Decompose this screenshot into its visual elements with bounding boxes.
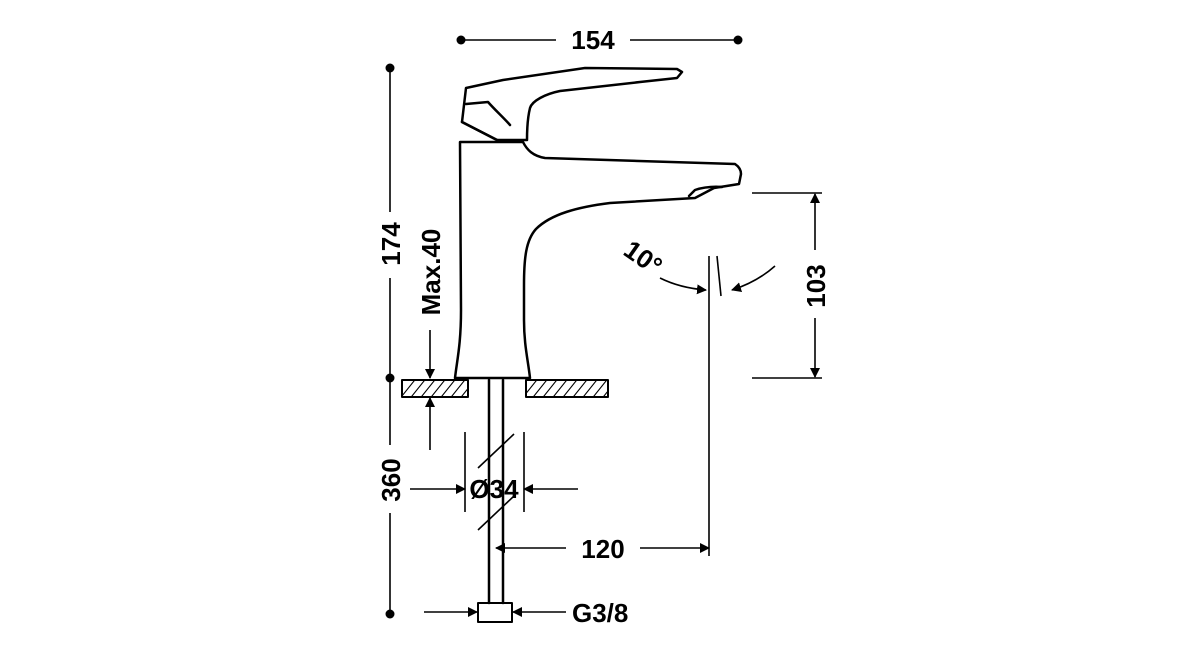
label-body-diameter: Ø34 (469, 474, 519, 504)
label-spout-height: 103 (801, 264, 831, 307)
label-max-deck-thickness: Max.40 (416, 229, 446, 316)
supply-hose (477, 378, 515, 623)
label-supply-hose-length: 360 (376, 458, 406, 501)
dim-body-diameter: Ø34 (410, 432, 578, 512)
label-spout-reach: 120 (581, 534, 624, 564)
deck-left (401, 379, 469, 398)
label-overall-height: 174 (376, 222, 406, 266)
label-spout-angle: 10° (618, 234, 667, 281)
deck-right (525, 379, 609, 398)
dim-overall-width: 154 (456, 25, 743, 55)
aerator (687, 185, 724, 198)
label-overall-width: 154 (571, 25, 615, 55)
dim-overall-height: 174 (376, 63, 406, 619)
dim-spout-height: 103 (752, 192, 831, 379)
dim-spout-angle: 10° (618, 234, 776, 297)
faucet-body (453, 140, 743, 380)
handle-lever (460, 66, 684, 142)
dim-supply-hose-length: 360 (376, 458, 406, 501)
dim-spout-reach: 120 (495, 256, 710, 564)
dim-thread-connection: G3/8 (424, 598, 628, 628)
label-thread-connection: G3/8 (572, 598, 628, 628)
dim-max-deck-thickness: Max.40 (416, 229, 446, 450)
